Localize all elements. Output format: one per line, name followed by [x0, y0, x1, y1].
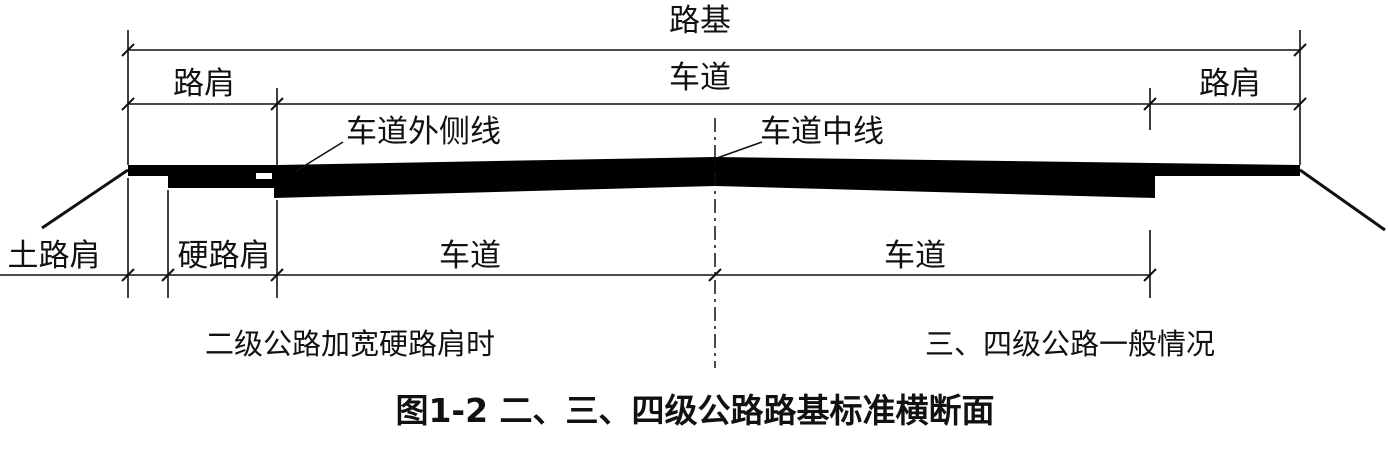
pavement [128, 157, 1300, 198]
slope-right [1299, 168, 1386, 232]
label-shoulder-right: 路肩 [1199, 66, 1261, 102]
label-edge-line: 车道外侧线 [346, 114, 501, 150]
note-right: 三、四级公路一般情况 [925, 327, 1215, 361]
figure-caption: 图1-2 二、三、四级公路路基标准横断面 [395, 391, 994, 430]
road-section [41, 157, 1386, 232]
label-hard-shoulder: 硬路肩 [178, 238, 271, 274]
label-carriageway-top: 车道 [669, 60, 731, 96]
label-soil-shoulder: 土路肩 [8, 238, 101, 274]
label-lane-left: 车道 [439, 238, 501, 274]
dim-subgrade [121, 30, 1307, 165]
edge-line-marker [256, 173, 272, 179]
note-left: 二级公路加宽硬路肩时 [205, 327, 495, 361]
dim-lanes [0, 178, 1157, 298]
label-center-line: 车道中线 [760, 114, 884, 150]
label-lane-right: 车道 [884, 238, 946, 274]
slope-left [41, 168, 129, 230]
label-subgrade: 路基 [669, 3, 731, 39]
dim-shoulder-carriageway [121, 88, 1307, 170]
leader-edge-line [295, 141, 344, 172]
leader-center-line [716, 141, 763, 159]
label-shoulder-left: 路肩 [173, 66, 235, 102]
